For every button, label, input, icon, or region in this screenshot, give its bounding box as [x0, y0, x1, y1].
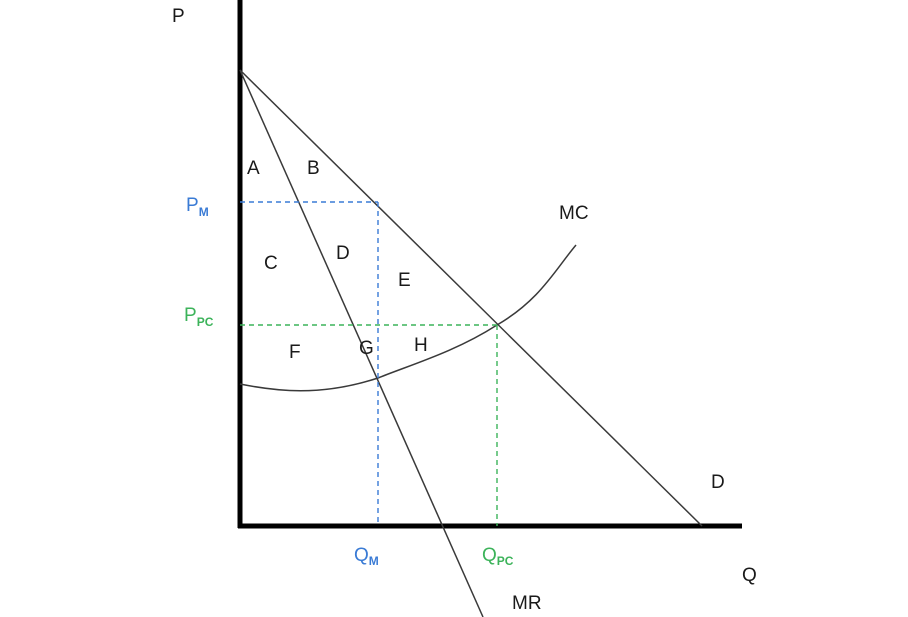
monopoly-price-main: P [186, 195, 199, 216]
monopoly-price-sub: M [199, 205, 209, 219]
competitive-price-main: P [184, 305, 197, 326]
monopoly-quantity-main: Q [354, 545, 369, 566]
region-a-label: A [247, 158, 260, 179]
marginal-revenue-curve [239, 69, 484, 617]
monopoly-price-label: PM [186, 195, 209, 219]
region-h-label: H [414, 335, 428, 356]
region-b-label: B [307, 158, 320, 179]
region-g-label: G [359, 338, 374, 359]
region-e-label: E [398, 270, 411, 291]
marginal-revenue-label: MR [512, 593, 542, 614]
region-c-label: C [264, 253, 278, 274]
quantity-axis-label: Q [742, 565, 757, 586]
marginal-cost-curve [239, 244, 577, 392]
competitive-quantity-label: QPC [482, 545, 514, 568]
price-axis-label: P [172, 6, 185, 27]
monopoly-quantity-sub: M [369, 554, 379, 568]
monopoly-quantity-label: QM [354, 545, 379, 568]
competitive-quantity-main: Q [482, 545, 497, 566]
demand-label: D [711, 472, 725, 493]
competitive-price-sub: PC [197, 315, 214, 329]
demand-curve [239, 69, 703, 527]
region-d-label: D [336, 243, 350, 264]
marginal-cost-label: MC [559, 203, 589, 224]
competitive-quantity-sub: PC [497, 554, 514, 568]
competitive-price-label: PPC [184, 305, 214, 329]
region-f-label: F [289, 342, 301, 363]
